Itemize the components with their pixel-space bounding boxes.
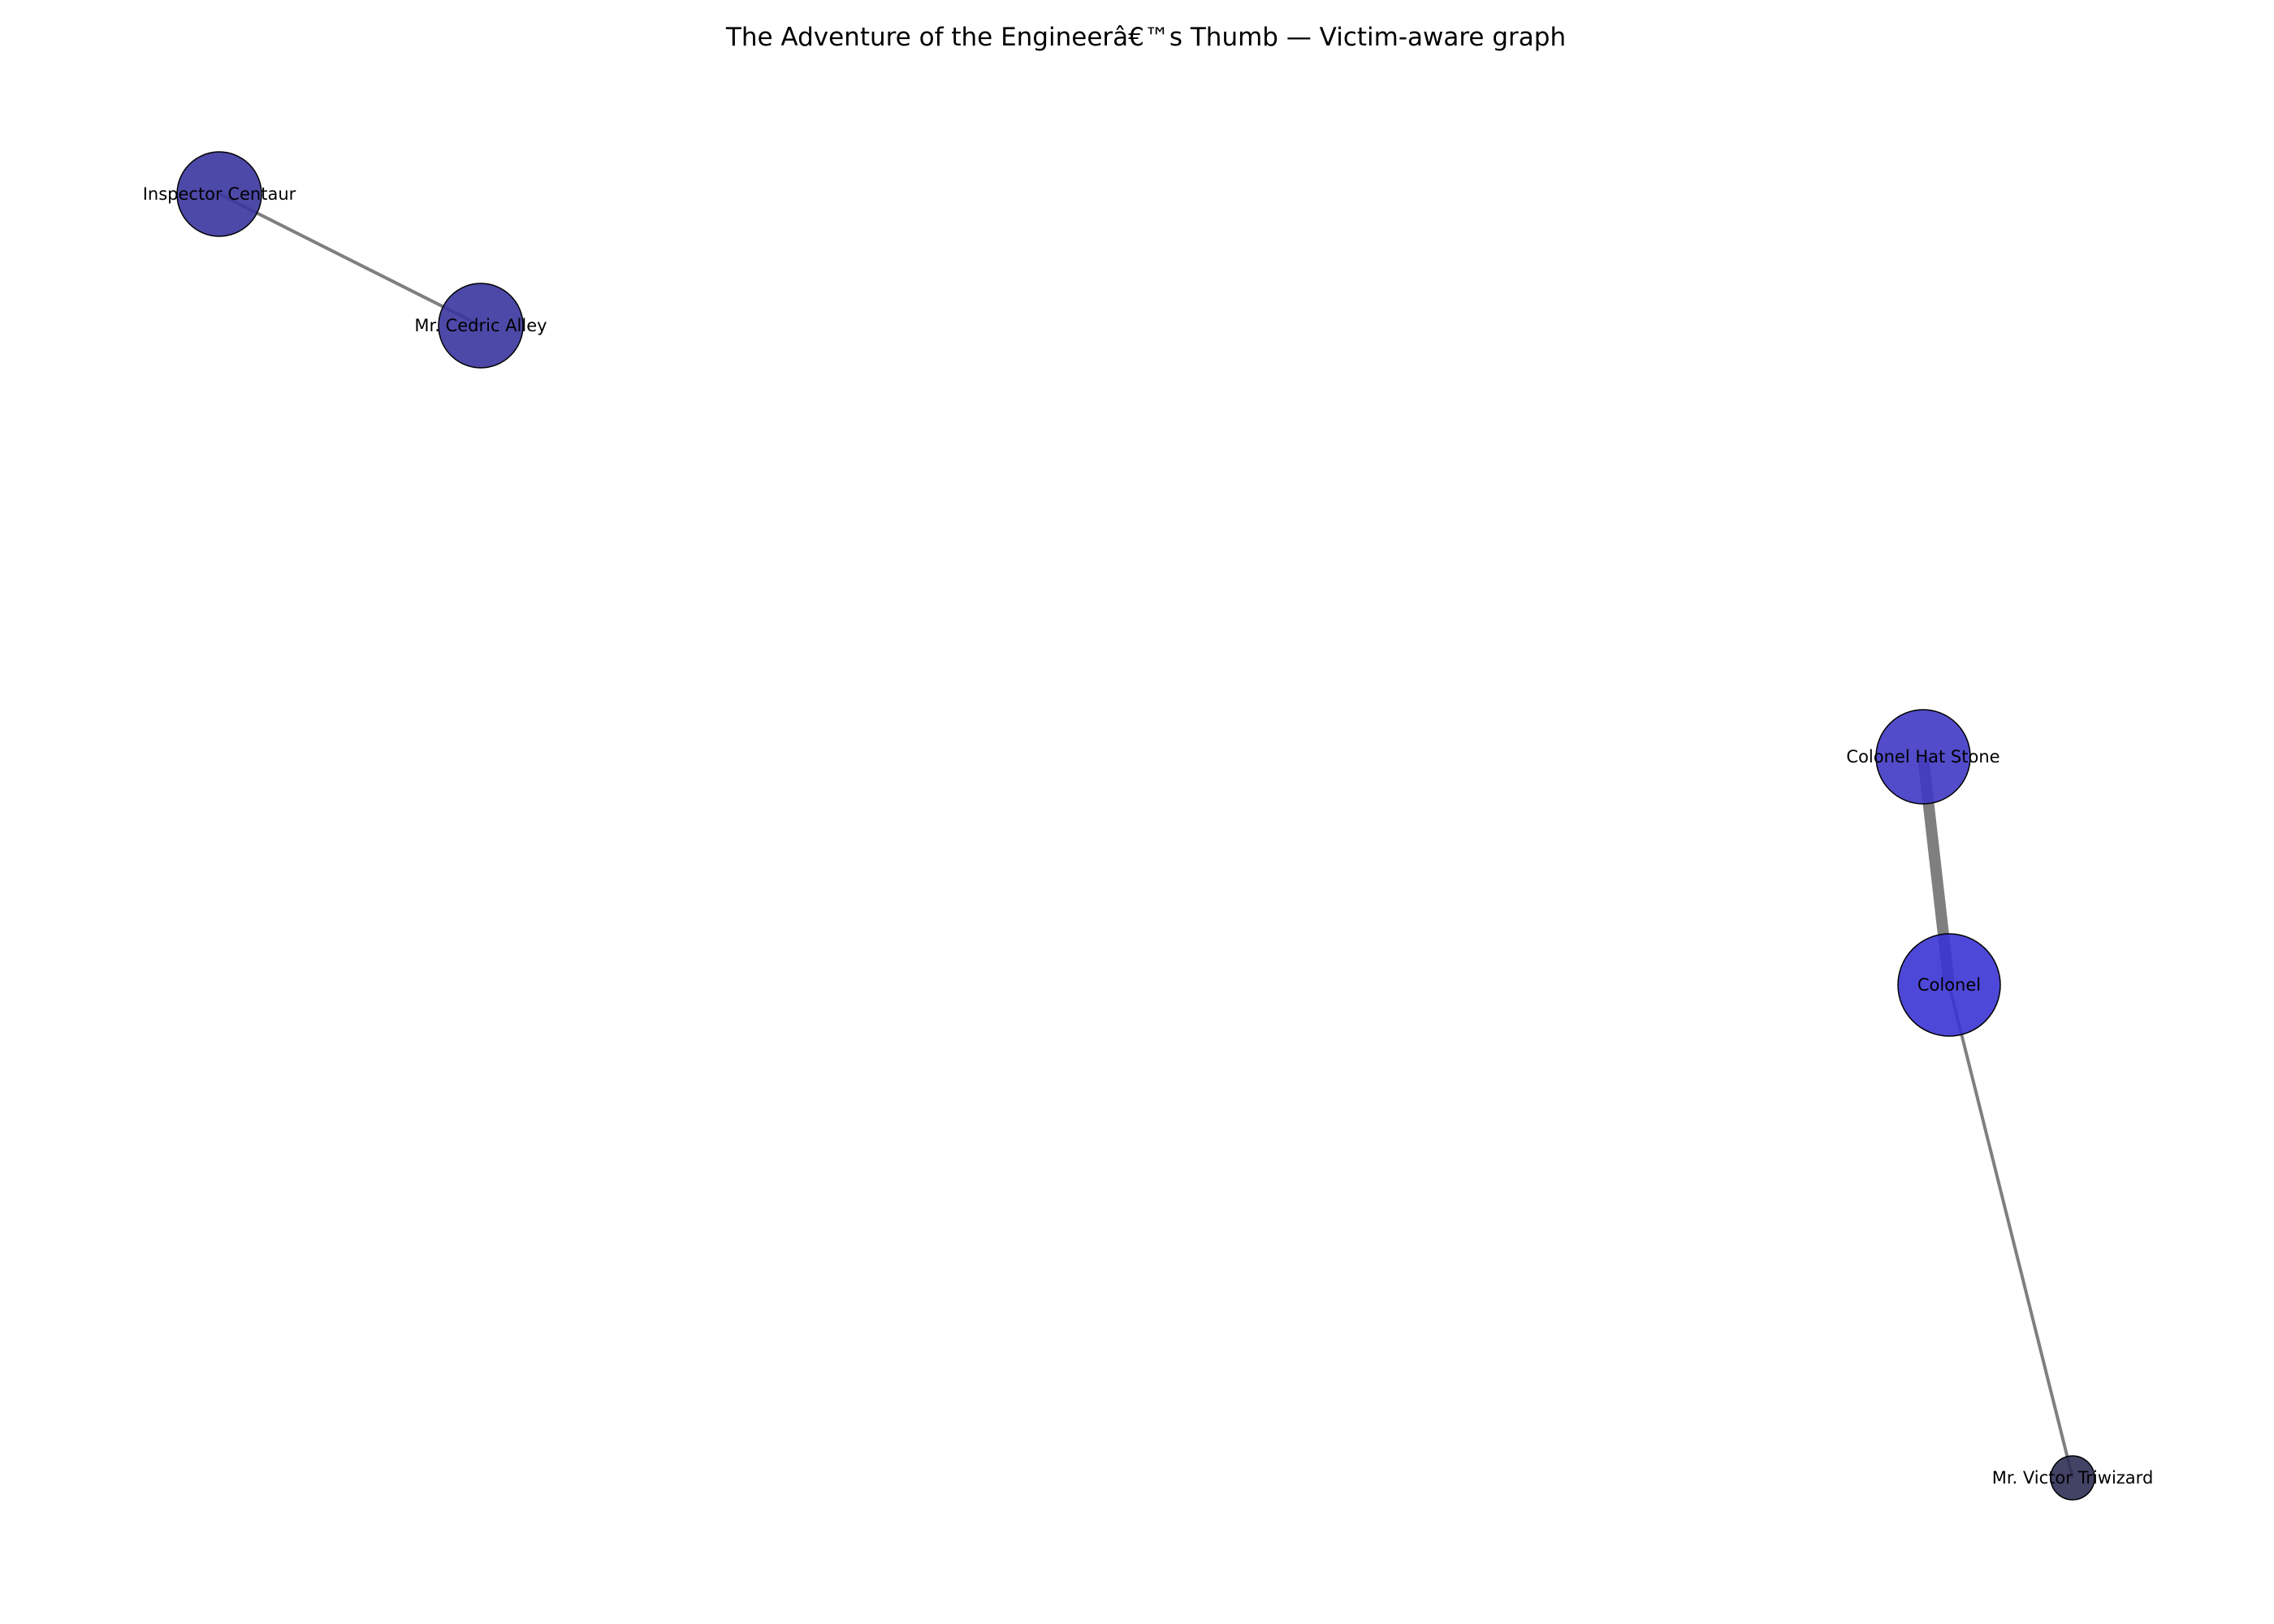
- nodes-layer: Inspector Centaur Mr. Cedric Alley Colon…: [143, 151, 2154, 1501]
- node-circle: [2050, 1455, 2095, 1501]
- node-label: Mr. Victor Triwizard: [1992, 1468, 2154, 1488]
- node-inspector-centaur[interactable]: Inspector Centaur: [143, 151, 296, 237]
- node-circle: [1875, 709, 1971, 805]
- node-colonel-hat-stone[interactable]: Colonel Hat Stone: [1846, 709, 2000, 805]
- node-circle: [176, 151, 262, 237]
- node-mr-victor-triwizard[interactable]: Mr. Victor Triwizard: [1992, 1455, 2154, 1501]
- edges-layer: [218, 192, 2074, 1479]
- graph-title: The Adventure of the Engineerâ€™s Thumb …: [725, 23, 1566, 52]
- edge-colonel-mr-victor-triwizard: [1948, 984, 2074, 1479]
- node-circle: [1897, 933, 2001, 1037]
- node-colonel[interactable]: Colonel: [1897, 933, 2001, 1037]
- node-label: Mr. Cedric Alley: [414, 316, 547, 335]
- node-label: Colonel: [1917, 975, 1981, 995]
- edge-inspector-centaur-mr-cedric-alley: [218, 192, 482, 327]
- node-circle: [438, 283, 524, 369]
- node-label: Inspector Centaur: [143, 184, 296, 204]
- node-mr-cedric-alley[interactable]: Mr. Cedric Alley: [414, 283, 547, 369]
- node-label: Colonel Hat Stone: [1846, 747, 1999, 767]
